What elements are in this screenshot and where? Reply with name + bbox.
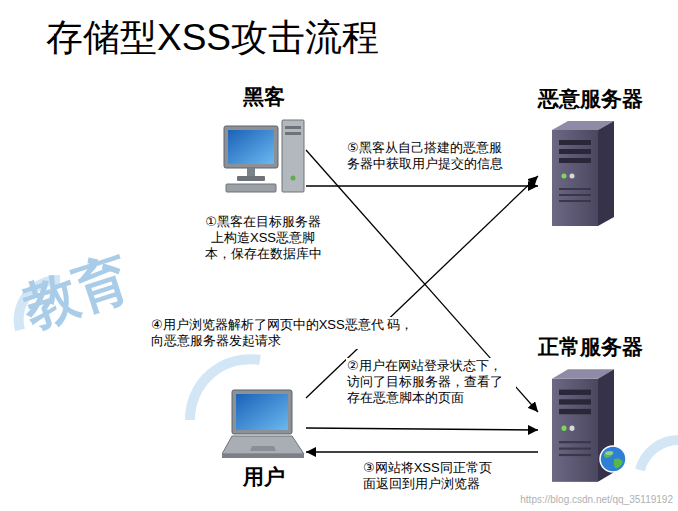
pc-icon [222,116,306,200]
node-label: 正常服务器 [538,334,643,360]
icon-node: 正常服务器 [538,334,643,484]
arrow-connector [306,428,538,430]
step-label: ①黑客在目标服务器 上构造XSS恶意脚 本，保存在数据库中 [196,214,330,262]
icon-frame [222,116,306,200]
icon-frame [538,366,632,484]
step-label: ②用户在网站登录状态下， 访问了目标服务器，查看了 存在恶意脚本的页面 [346,358,516,406]
source-url: https://blog.csdn.net/qq_35119192 [520,494,673,506]
title: 存储型XSS攻击流程 [46,16,379,60]
arrow-connector [306,451,538,452]
globe-icon [598,444,628,474]
icon-node: 黑客 [222,84,306,200]
arrow-connector [306,150,538,412]
step-label: ⑤黑客从自己搭建的恶意服 务器中获取用户提交的信息 [346,140,526,172]
icon-node: 恶意服务器 [538,86,643,228]
arrow-connector [306,185,538,186]
icon-frame [222,388,306,460]
node-label: 恶意服务器 [538,86,643,112]
srv-icon [552,118,616,228]
laptop-icon [222,388,306,460]
icon-frame [538,118,616,228]
node-label: 黑客 [222,84,306,110]
icon-node: 用户 [222,388,306,490]
step-label: ③网站将XSS同正常页 面返回到用户浏览器 [362,460,506,492]
node-label: 用户 [222,464,306,490]
step-label: ④用户浏览器解析了网页中的XSS恶意代 码，向恶意服务器发起请求 [150,317,424,349]
watermark: 教育 [15,247,136,337]
